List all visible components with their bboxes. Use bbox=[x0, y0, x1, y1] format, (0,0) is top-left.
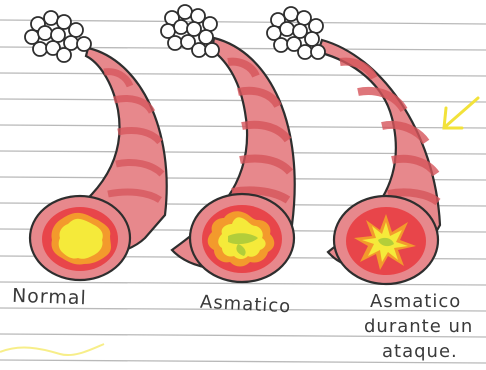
alveolus bbox=[199, 30, 213, 44]
airway-normal bbox=[25, 11, 167, 280]
alveolus bbox=[305, 32, 319, 46]
yellow-smudge bbox=[0, 344, 104, 355]
label-normal: Normal bbox=[12, 285, 87, 310]
alveolus bbox=[311, 45, 325, 59]
alveolus bbox=[51, 28, 65, 42]
alveolus bbox=[174, 20, 188, 34]
alveolus bbox=[309, 19, 323, 33]
arrow-icon bbox=[444, 98, 478, 128]
alveolus bbox=[298, 45, 312, 59]
alveolus bbox=[69, 23, 83, 37]
alveolus bbox=[280, 22, 294, 36]
alveoli-cluster-icon bbox=[161, 5, 219, 57]
label-attack-line-1: Asmatico bbox=[370, 291, 461, 312]
alveolus bbox=[44, 11, 58, 25]
alveolus bbox=[57, 48, 71, 62]
label-attack-line-3: ataque. bbox=[382, 341, 458, 362]
label-attack-line-2: durante un bbox=[364, 316, 473, 337]
alveolus bbox=[274, 38, 288, 52]
alveoli-cluster-icon bbox=[267, 7, 325, 59]
alveolus bbox=[168, 36, 182, 50]
alveolus bbox=[284, 7, 298, 21]
alveolus bbox=[205, 43, 219, 57]
alveolus bbox=[178, 5, 192, 19]
alveolus bbox=[38, 26, 52, 40]
alveolus bbox=[192, 43, 206, 57]
alveoli-cluster-icon bbox=[25, 11, 91, 62]
alveolus bbox=[77, 37, 91, 51]
alveolus bbox=[203, 17, 217, 31]
alveolus bbox=[33, 42, 47, 56]
